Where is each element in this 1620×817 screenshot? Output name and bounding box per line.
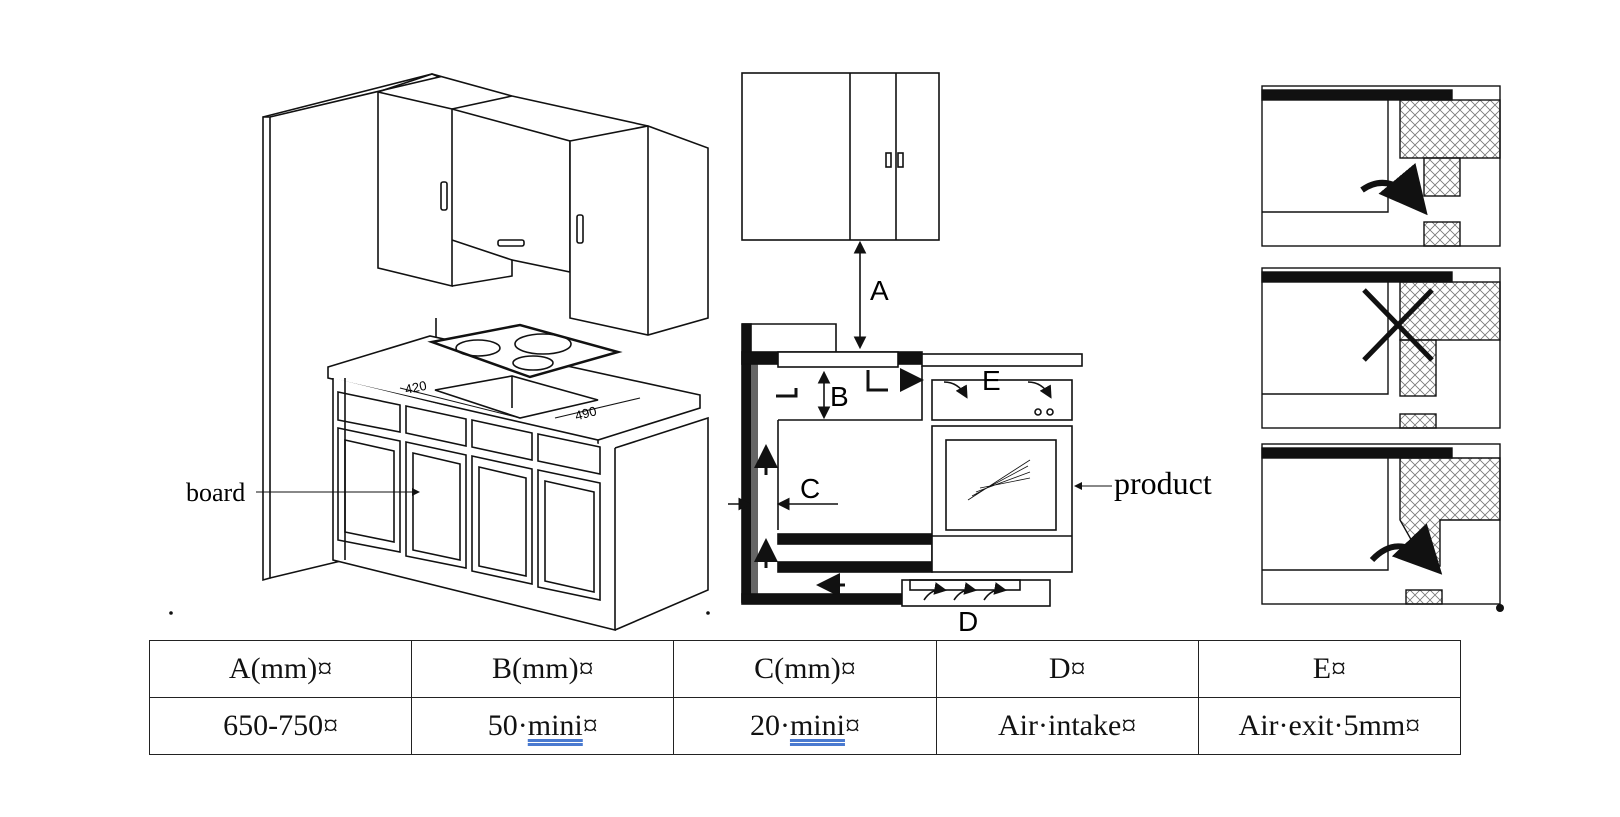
kitchen-perspective (262, 73, 709, 632)
header-E: E¤ (1197, 640, 1462, 698)
value-C-num: 20· (749, 709, 790, 742)
installation-diagram: board 420 490 (169, 72, 1504, 637)
table-value-row: 650-750¤ 50·mini¤ 20·mini¤ Air·intake¤ A… (148, 697, 1462, 755)
value-C-unit: mini (789, 709, 845, 742)
value-C: 20·mini¤ (673, 697, 937, 755)
header-B: B(mm)¤ (411, 640, 675, 698)
dim-490-label: 490 (573, 403, 598, 423)
label-C: C (800, 473, 820, 504)
label-A: A (870, 275, 889, 306)
value-B-mark: ¤ (582, 709, 598, 742)
value-A: 650-750¤ (148, 697, 413, 755)
table-header-row: A(mm)¤ B(mm)¤ C(mm)¤ D¤ E¤ (148, 640, 1462, 698)
dim-420-label: 420 (404, 378, 428, 397)
header-D: D¤ (935, 640, 1199, 698)
value-D: Air·intake¤ (935, 697, 1199, 755)
cross-mark (1362, 288, 1434, 362)
value-B-unit: mini (527, 709, 583, 742)
value-E: Air·exit·5mm¤ (1197, 697, 1462, 755)
header-C: C(mm)¤ (673, 640, 937, 698)
header-A: A(mm)¤ (148, 640, 413, 698)
board-label: board (186, 478, 245, 507)
value-C-mark: ¤ (844, 709, 860, 742)
detail-panel-2 (1261, 267, 1501, 429)
value-B: 50·mini¤ (411, 697, 675, 755)
section-diagram (728, 72, 1112, 607)
product-label: product (1114, 465, 1212, 501)
label-D: D (958, 606, 978, 637)
spec-table: A(mm)¤ B(mm)¤ C(mm)¤ D¤ E¤ 650-750¤ 50·m… (148, 640, 1462, 755)
detail-panel-1 (1261, 85, 1501, 247)
label-E: E (982, 365, 1001, 396)
label-B: B (830, 381, 849, 412)
value-B-num: 50· (487, 709, 528, 742)
detail-panel-3 (1261, 443, 1501, 605)
